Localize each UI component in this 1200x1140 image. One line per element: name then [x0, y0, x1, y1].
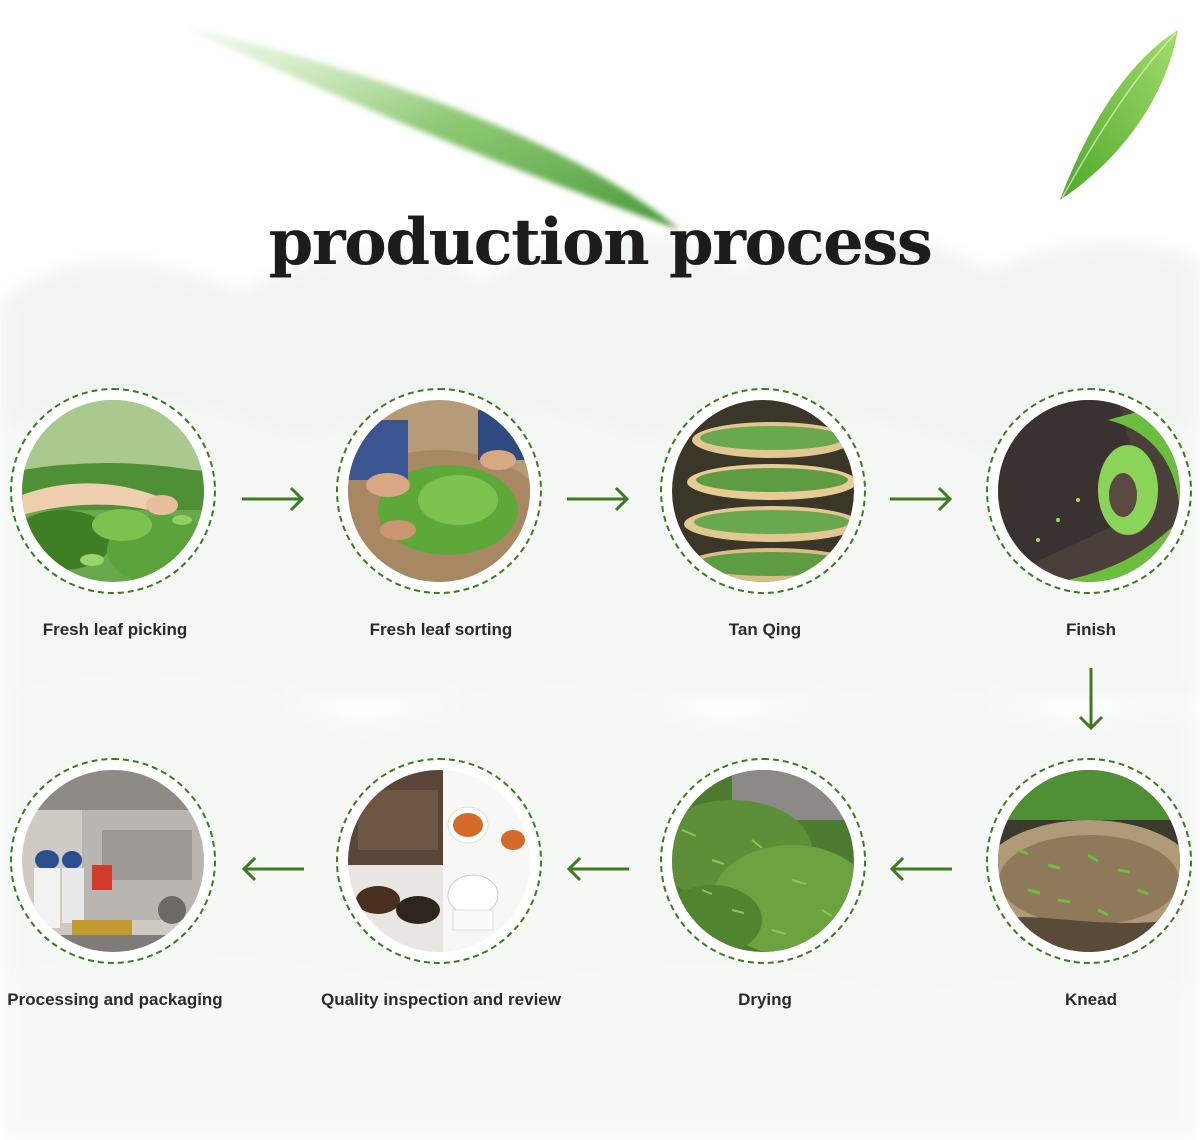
packaging-factory-photo	[22, 770, 204, 952]
step-image-ring	[10, 758, 216, 964]
step-fresh-leaf-sorting: Fresh leaf sorting	[326, 388, 556, 668]
arrow-left-icon	[240, 856, 306, 882]
step-knead: Knead	[976, 758, 1200, 1038]
step-label: Fresh leaf picking	[0, 620, 270, 640]
step-image-ring	[10, 388, 216, 594]
arrow-down-icon	[1078, 666, 1104, 732]
step-quality-inspection: Quality inspection and review	[326, 758, 556, 1038]
step-label: Processing and packaging	[0, 990, 270, 1010]
tea-tasting-cups-photo	[348, 770, 530, 952]
dried-tea-leaves-photo	[672, 770, 854, 952]
step-fresh-leaf-picking: Fresh leaf picking	[0, 388, 230, 668]
step-processing-packaging: Processing and packaging	[0, 758, 230, 1038]
arrow-left-icon	[888, 856, 954, 882]
step-image-ring	[986, 758, 1192, 964]
step-label: Quality inspection and review	[286, 990, 596, 1010]
page-title: production process	[0, 205, 1200, 282]
step-label: Tan Qing	[610, 620, 920, 640]
step-drying: Drying	[650, 758, 880, 1038]
arrow-left-icon	[565, 856, 631, 882]
arrow-right-icon	[888, 486, 954, 512]
arrow-right-icon	[240, 486, 306, 512]
step-label: Fresh leaf sorting	[286, 620, 596, 640]
bamboo-drying-racks-photo	[672, 400, 854, 582]
step-label: Knead	[936, 990, 1200, 1010]
step-label: Drying	[610, 990, 920, 1010]
step-image-ring	[660, 758, 866, 964]
step-image-ring	[660, 388, 866, 594]
step-image-ring	[986, 388, 1192, 594]
roasting-drum-photo	[998, 400, 1180, 582]
step-image-ring	[336, 388, 542, 594]
step-image-ring	[336, 758, 542, 964]
step-label: Finish	[936, 620, 1200, 640]
step-finish: Finish	[976, 388, 1200, 668]
kneading-tea-photo	[998, 770, 1180, 952]
hand-picking-tea-leaves-photo	[22, 400, 204, 582]
arrow-right-icon	[565, 486, 631, 512]
step-tan-qing: Tan Qing	[650, 388, 880, 668]
sorting-leaves-on-bamboo-tray-photo	[348, 400, 530, 582]
